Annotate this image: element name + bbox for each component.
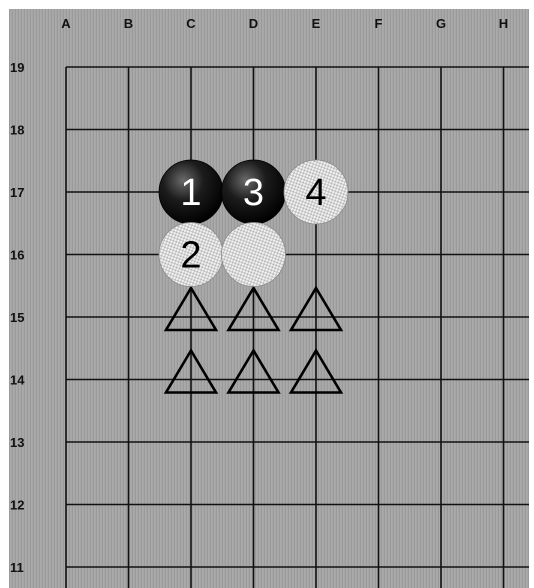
row-label: 17 — [10, 185, 24, 200]
row-label: 19 — [10, 60, 24, 75]
row-label: 15 — [10, 310, 24, 325]
white-stone[interactable]: 2 — [159, 223, 223, 287]
white-stone[interactable] — [222, 223, 286, 287]
row-label: 14 — [10, 373, 25, 388]
move-number: 2 — [180, 235, 201, 277]
column-label: H — [499, 16, 508, 31]
column-label: G — [436, 16, 446, 31]
column-label: A — [61, 16, 71, 31]
black-stone[interactable]: 1 — [159, 160, 223, 224]
row-label: 18 — [10, 123, 24, 138]
white-stone[interactable]: 4 — [284, 160, 348, 224]
stone-body — [222, 223, 286, 287]
column-label: C — [186, 16, 196, 31]
move-number: 1 — [180, 172, 201, 214]
column-label: B — [124, 16, 133, 31]
column-label: D — [249, 16, 258, 31]
row-label: 12 — [10, 498, 24, 513]
row-label: 16 — [10, 248, 24, 263]
row-label: 13 — [10, 435, 24, 450]
move-number: 3 — [243, 172, 264, 214]
row-label: 11 — [10, 560, 24, 575]
black-stone[interactable]: 3 — [222, 160, 286, 224]
column-label: E — [312, 16, 321, 31]
move-number: 4 — [305, 172, 326, 214]
column-label: F — [375, 16, 383, 31]
